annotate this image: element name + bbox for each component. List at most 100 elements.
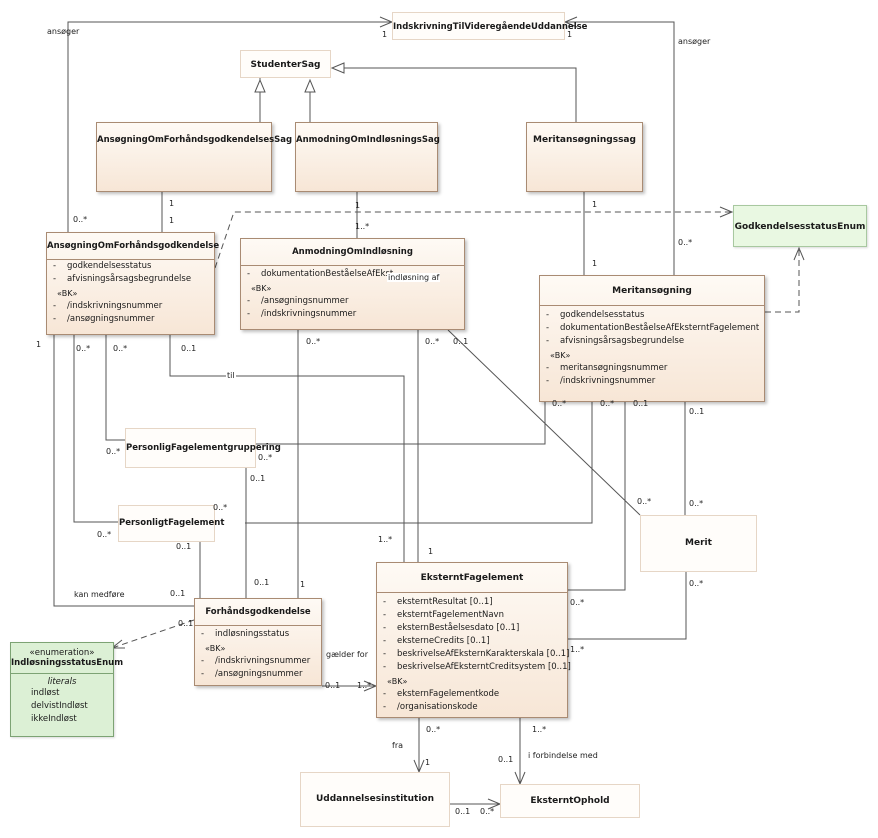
class-personligt-fagelement[interactable]: PersonligtFagelement xyxy=(118,505,225,542)
class-eksternt-fagelement[interactable]: EksterntFagelement -eksterntResultat [0.… xyxy=(376,562,571,718)
class-personlig-gruppering[interactable]: PersonligFagelementgruppering xyxy=(125,428,281,468)
bk-stereotype: «BK» xyxy=(387,677,408,686)
class-anmod-sag[interactable]: AnmodningOmIndløsningsSag xyxy=(295,122,440,192)
multiplicity: 0..* xyxy=(480,807,495,816)
attribute: -/indskrivningsnummer xyxy=(53,301,163,311)
class-godkendelsesstatus-enum[interactable]: GodkendelsesstatusEnum xyxy=(733,205,867,247)
class-name: StudenterSag xyxy=(250,60,321,70)
attribute: -/indskrivningsnummer xyxy=(201,656,311,666)
attribute: -afvisningsårsagsbegrundelse xyxy=(546,336,685,346)
attribute: -eksterneCredits [0..1] xyxy=(383,636,490,646)
multiplicity: 1..* xyxy=(570,645,585,654)
multiplicity: 0..* xyxy=(552,399,567,408)
multiplicity: 0..1 xyxy=(453,337,469,346)
role-label: til xyxy=(226,371,236,380)
multiplicity: 0..* xyxy=(570,598,585,607)
class-uddannelsesinstitution[interactable]: Uddannelsesinstitution xyxy=(300,772,450,827)
multiplicity: 1 xyxy=(36,340,42,349)
literal: ikkeIndløst xyxy=(31,714,77,724)
class-name: Meritansøgning xyxy=(612,286,692,296)
role-label: fra xyxy=(392,741,404,750)
class-merit-sag[interactable]: Meritansøgningssag xyxy=(526,122,643,192)
multiplicity: 1 xyxy=(355,201,361,210)
multiplicity: 0..* xyxy=(678,238,693,247)
multiplicity: 0..1 xyxy=(498,755,514,764)
stereotype: «enumeration» xyxy=(29,648,95,658)
class-studentersag[interactable]: StudenterSag xyxy=(240,50,331,78)
multiplicity: 0..* xyxy=(689,499,704,508)
class-indlosningsstatus-enum[interactable]: «enumeration» IndløsningsstatusEnum lite… xyxy=(10,642,124,737)
class-name: EksterntFagelement xyxy=(420,573,524,583)
multiplicity: 1 xyxy=(567,30,573,39)
class-name: Forhåndsgodkendelse xyxy=(205,607,311,617)
multiplicity: 0..* xyxy=(258,453,273,462)
attribute: -/indskrivningsnummer xyxy=(546,376,656,386)
attribute: -beskrivelseAfEksterntCreditsystem [0..1… xyxy=(383,662,571,672)
multiplicity: 1 xyxy=(592,259,598,268)
multiplicity: 0..* xyxy=(637,497,652,506)
multiplicity: 1..* xyxy=(357,681,372,690)
attribute: -/ansøgningsnummer xyxy=(247,296,349,306)
attribute: -/indskrivningsnummer xyxy=(247,309,357,319)
class-merit[interactable]: Merit xyxy=(640,515,757,572)
attribute: -/organisationskode xyxy=(383,702,478,712)
role-label: ansøger xyxy=(47,27,80,36)
dependency-forh-enum xyxy=(111,619,195,649)
class-eksternt-ophold[interactable]: EksterntOphold xyxy=(500,784,640,818)
attribute: -meritansøgningsnummer xyxy=(546,363,668,373)
class-name: AnmodningOmIndløsningsSag xyxy=(296,135,440,145)
assoc-meritans-indskrivning xyxy=(565,21,675,275)
multiplicity: 0..1 xyxy=(250,474,266,483)
role-label: indløsning af xyxy=(387,273,441,282)
multiplicity: 0..1 xyxy=(254,578,270,587)
bk-stereotype: «BK» xyxy=(205,644,226,653)
multiplicity: 0..1 xyxy=(325,681,341,690)
attribute: -afvisningsårsagsbegrundelse xyxy=(53,274,192,284)
class-ansoeg[interactable]: AnsøgningOmForhåndsgodkendelse -godkende… xyxy=(46,232,220,335)
attribute: -dokumentationBeståelseAfEkst xyxy=(247,269,394,279)
multiplicity: 0..* xyxy=(113,344,128,353)
attribute: -godkendelsesstatus xyxy=(546,310,645,320)
class-name: IndskrivningTilVideregåendeUddannelse xyxy=(393,22,588,32)
multiplicity: 0..* xyxy=(106,447,121,456)
class-name: AnmodningOmIndløsning xyxy=(292,247,413,257)
multiplicity: 1 xyxy=(428,547,434,556)
class-indskrivning[interactable]: IndskrivningTilVideregåendeUddannelse xyxy=(392,12,588,40)
literal: indløst xyxy=(31,688,60,698)
multiplicity: 0..1 xyxy=(633,399,649,408)
attribute: -/ansøgningsnummer xyxy=(201,669,303,679)
attribute: -eksterntFagelementNavn xyxy=(383,610,504,620)
assoc-ansoeg-indskrivning xyxy=(67,21,392,232)
role-label: gælder for xyxy=(326,650,368,659)
bk-stereotype: «BK» xyxy=(57,289,78,298)
multiplicity: 1 xyxy=(169,216,175,225)
multiplicity: 0..* xyxy=(213,503,228,512)
class-name: PersonligtFagelement xyxy=(119,518,225,528)
class-name: IndløsningsstatusEnum xyxy=(11,658,124,668)
class-name: PersonligFagelementgruppering xyxy=(126,443,281,453)
class-meritansoegning[interactable]: Meritansøgning -godkendelsesstatus -doku… xyxy=(539,275,765,402)
attribute: -/ansøgningsnummer xyxy=(53,314,155,324)
class-name: Meritansøgningssag xyxy=(533,135,636,145)
multiplicity: 1 xyxy=(425,758,431,767)
class-name: EksterntOphold xyxy=(530,796,610,806)
attribute: -beskrivelseAfEksternKarakterskala [0..1… xyxy=(383,649,570,659)
class-forhaandsgodkendelse[interactable]: Forhåndsgodkendelse -indløsningsstatus «… xyxy=(194,598,322,686)
attribute: -eksternBeståelsesdato [0..1] xyxy=(383,623,520,633)
multiplicity: 1..* xyxy=(355,222,370,231)
class-name: AnsøgningOmForhåndsgodkendelse xyxy=(47,241,220,251)
class-name: AnsøgningOmForhåndsgodkendelsesSag xyxy=(97,135,293,145)
class-anmod[interactable]: AnmodningOmIndløsning -dokumentationBest… xyxy=(240,238,465,330)
class-ansoeg-sag[interactable]: AnsøgningOmForhåndsgodkendelsesSag xyxy=(96,122,293,192)
multiplicity: 0..* xyxy=(76,344,91,353)
generalization-merit-sag xyxy=(332,67,577,122)
multiplicity: 0..1 xyxy=(178,619,194,628)
bk-stereotype: «BK» xyxy=(251,284,272,293)
multiplicity: 0..* xyxy=(689,579,704,588)
multiplicity: 0..1 xyxy=(455,807,471,816)
role-label: kan medføre xyxy=(74,590,125,599)
class-name: Uddannelsesinstitution xyxy=(315,794,434,804)
multiplicity: 0..1 xyxy=(176,542,192,551)
